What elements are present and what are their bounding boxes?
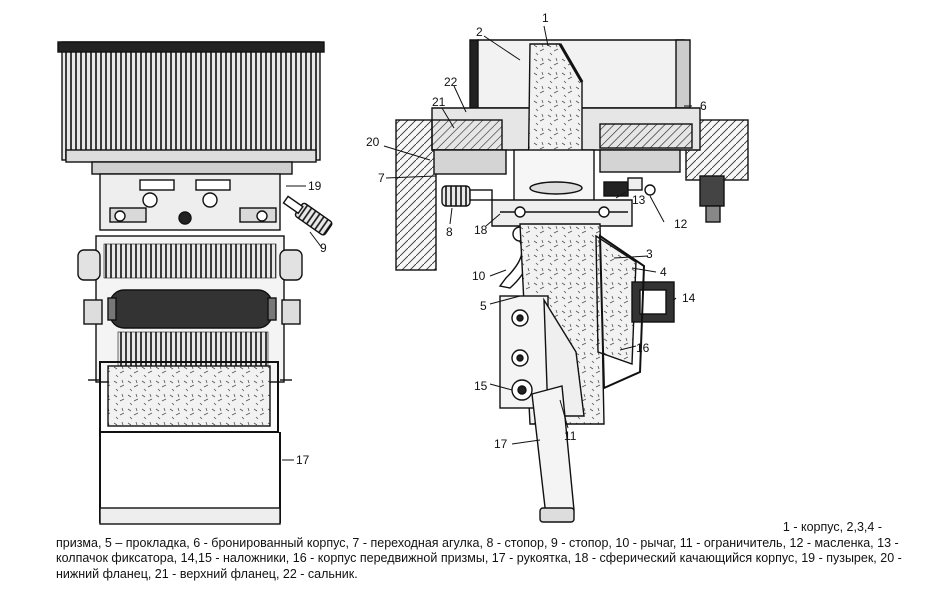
callout-1: 1 bbox=[542, 11, 549, 25]
caption-lead: 1 - корпус, 2,3,4 - bbox=[782, 520, 882, 534]
callout-3: 3 bbox=[646, 247, 653, 261]
callout-9: 9 bbox=[320, 241, 327, 255]
leader-lines bbox=[282, 25, 692, 461]
callout-labels: 1 2 22 21 20 7 8 18 10 5 15 17 6 3 4 13 … bbox=[296, 11, 707, 467]
section-view bbox=[395, 39, 749, 523]
callout-10: 10 bbox=[472, 269, 486, 283]
callout-17: 17 bbox=[494, 437, 508, 451]
prism-four bbox=[595, 234, 637, 365]
external-view bbox=[57, 41, 333, 525]
callout-8: 8 bbox=[446, 225, 453, 239]
spherical-body bbox=[491, 199, 633, 227]
figure-caption: 1 - корпус, 2,3,4 - призма, 5 – прокладк… bbox=[56, 520, 916, 582]
callout-16: 16 bbox=[636, 341, 650, 355]
callout-20: 20 bbox=[366, 135, 380, 149]
callout-4: 4 bbox=[660, 265, 667, 279]
lower-window bbox=[107, 365, 271, 427]
callout-21: 21 bbox=[432, 95, 446, 109]
callout-18: 18 bbox=[474, 223, 488, 237]
callout-17-left: 17 bbox=[296, 453, 310, 467]
stopper-knob bbox=[282, 195, 333, 236]
callout-12: 12 bbox=[674, 217, 688, 231]
callout-14: 14 bbox=[682, 291, 696, 305]
callout-2: 2 bbox=[476, 25, 483, 39]
callout-5: 5 bbox=[480, 299, 487, 313]
callout-19: 19 bbox=[308, 179, 322, 193]
callout-22: 22 bbox=[444, 75, 458, 89]
armor-wall-left bbox=[395, 119, 437, 271]
callout-15: 15 bbox=[474, 379, 488, 393]
caption-body: призма, 5 – прокладка, 6 - бронированный… bbox=[56, 535, 902, 581]
armored-head bbox=[61, 41, 321, 161]
callout-6: 6 bbox=[700, 99, 707, 113]
movable-prism-housing bbox=[598, 234, 646, 390]
roller bbox=[109, 289, 273, 329]
callout-11: 11 bbox=[564, 429, 577, 443]
callout-7: 7 bbox=[378, 171, 385, 185]
callout-13: 13 bbox=[632, 193, 646, 207]
periscope-diagram: 1 2 22 21 20 7 8 18 10 5 15 17 6 3 4 13 … bbox=[57, 11, 749, 525]
